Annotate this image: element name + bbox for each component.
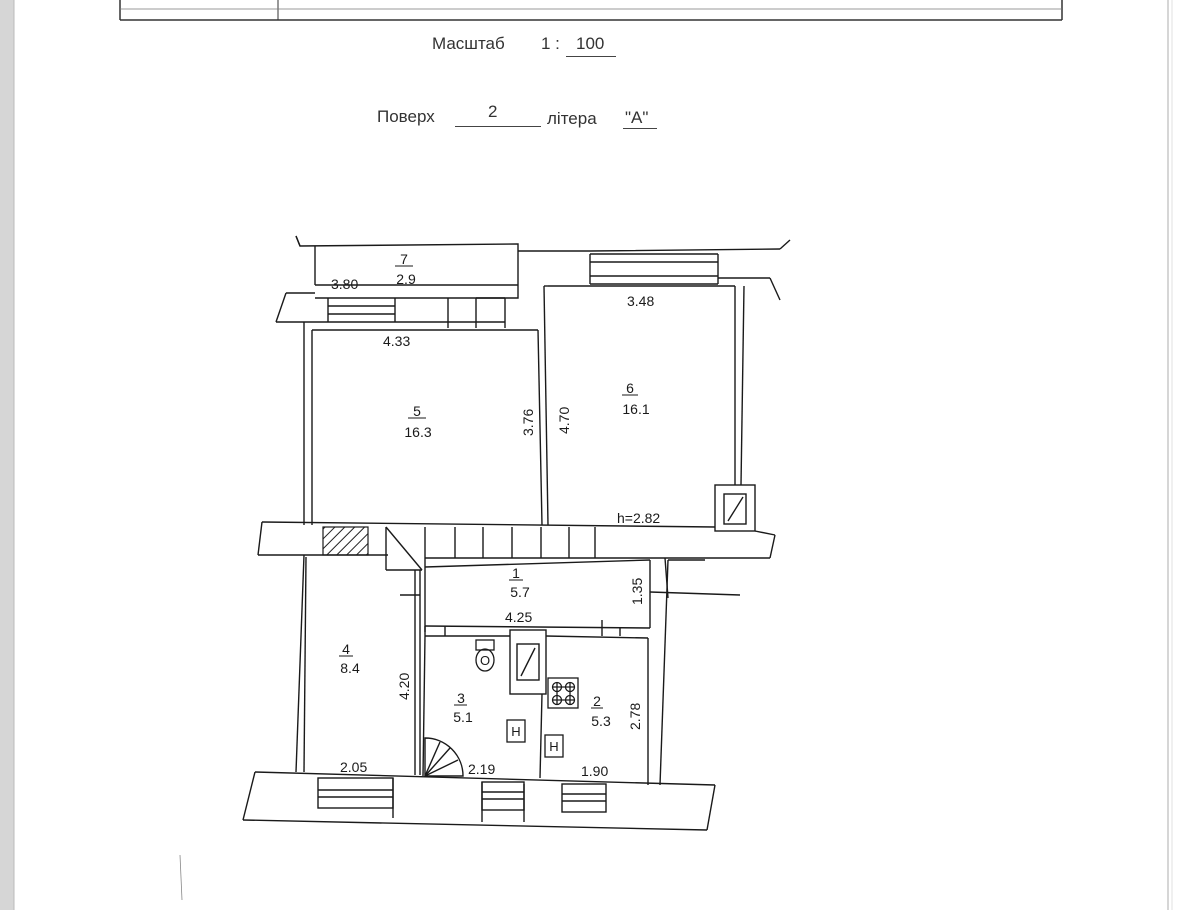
floor-value: 2 — [488, 102, 498, 121]
room-2-area: 5.3 — [591, 713, 611, 729]
walls — [179, 235, 791, 901]
dim-1-90: 1.90 — [581, 763, 608, 779]
label-separators — [339, 265, 638, 709]
room-4-area: 8.4 — [340, 660, 360, 676]
dim-4-33: 4.33 — [383, 333, 410, 349]
floor-label: Поверх — [377, 107, 435, 126]
dim-4-20: 4.20 — [396, 673, 412, 700]
room-5-number: 5 — [413, 403, 421, 419]
dim-4-70: 4.70 — [556, 407, 572, 434]
letter-value: "А" — [625, 108, 649, 127]
room-6-area: 16.1 — [622, 401, 649, 417]
room-6-number: 6 — [626, 380, 634, 396]
room-2-number: 2 — [593, 693, 601, 709]
dim-4-25: 4.25 — [505, 609, 532, 625]
bath-sink-icon — [506, 719, 526, 743]
dim-3-76: 3.76 — [520, 409, 536, 436]
kitchen-sink-icon — [544, 734, 564, 758]
dim-3-48: 3.48 — [627, 293, 654, 309]
room-3-area: 5.1 — [453, 709, 473, 725]
stove-icon — [547, 677, 579, 709]
dim-1-35: 1.35 — [629, 578, 645, 605]
room-3-number: 3 — [457, 690, 465, 706]
room-4-number: 4 — [342, 641, 350, 657]
scale-underline — [566, 56, 616, 57]
bath-sink-glyph: Н — [511, 724, 520, 739]
kitchen-sink-glyph: Н — [549, 739, 558, 754]
room-5-area: 16.3 — [404, 424, 431, 440]
scale-value: 100 — [576, 34, 605, 53]
dim-3-80: 3.80 — [331, 276, 358, 292]
floor-underline — [455, 126, 541, 127]
toilet-icon — [475, 639, 495, 672]
letter-underline — [623, 128, 657, 129]
letter-label: літера — [547, 109, 597, 128]
dim-2-05: 2.05 — [340, 759, 367, 775]
room-7-area: 2.9 — [396, 271, 416, 287]
hatched-partition — [322, 526, 369, 556]
room-1-area: 5.7 — [510, 584, 530, 600]
ceiling-height: h=2.82 — [617, 510, 660, 526]
scale-label: Масштаб — [432, 34, 505, 53]
dim-2-19: 2.19 — [468, 761, 495, 777]
scale-prefix: 1 : — [541, 34, 560, 53]
room-1-number: 1 — [512, 565, 520, 581]
dim-2-78: 2.78 — [627, 703, 643, 730]
toilet-glyph: O — [480, 653, 490, 668]
room-7-number: 7 — [400, 251, 408, 267]
